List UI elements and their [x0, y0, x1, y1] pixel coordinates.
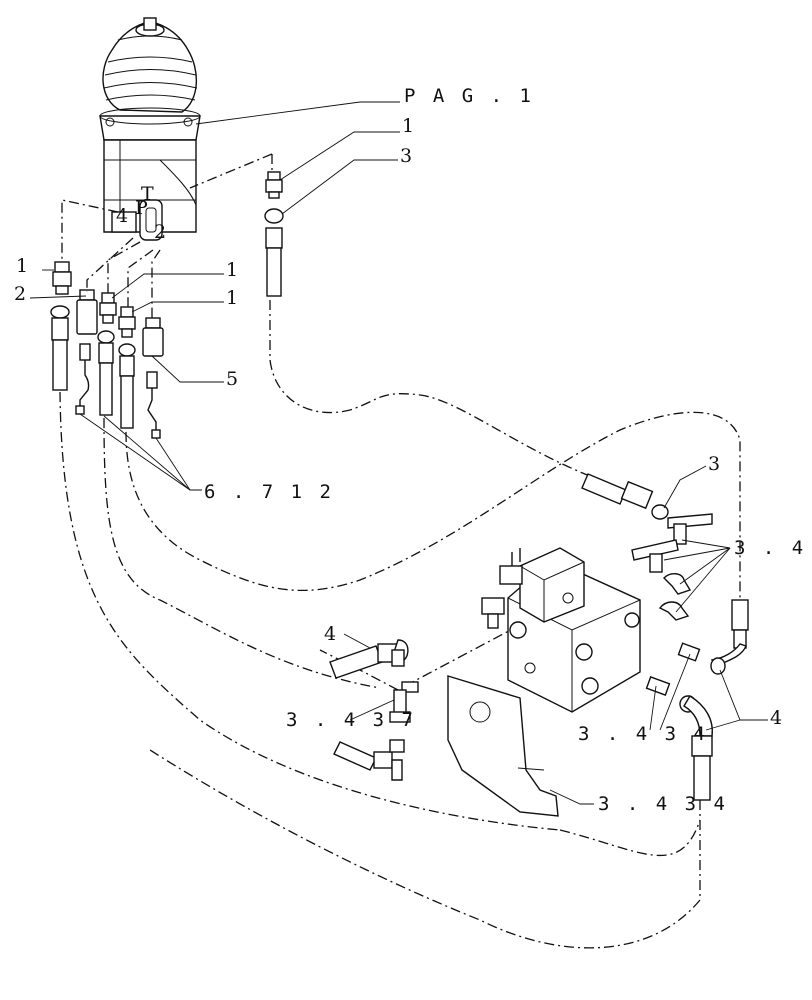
label-1-right: 1	[226, 287, 238, 309]
mounting-bracket	[447, 675, 559, 817]
label-pag1: P A G . 1	[404, 85, 534, 107]
svg-text:P: P	[135, 197, 148, 219]
label-1-mid: 1	[226, 259, 238, 281]
sensor-wire-left	[75, 343, 91, 415]
hose-right-upper	[710, 599, 749, 675]
label-3-top: 3	[400, 145, 412, 167]
hose-center-2	[118, 343, 136, 429]
label-2: 2	[14, 283, 26, 305]
fitting-adapter-5	[142, 317, 164, 357]
leader-lines	[29, 101, 768, 805]
svg-text:T: T	[141, 183, 154, 205]
hose-elbow-4-left	[329, 639, 409, 679]
hose-routing-lines	[59, 153, 741, 949]
label-3-mid: 3	[708, 453, 720, 475]
label-1-left: 1	[16, 255, 28, 277]
label-6712: 6 . 7 1 2	[204, 481, 334, 503]
joystick-control-unit: 4 2 T P	[99, 17, 201, 243]
sensor-wire-right	[146, 371, 161, 439]
hose-right-lower	[679, 695, 713, 801]
callout-labels: P A G . 1 1 3 1 2 1 1 5 6 . 7 1 2 3 3 . …	[14, 85, 806, 815]
label-4-right: 4	[770, 707, 782, 729]
valve-block	[481, 547, 641, 713]
label-3434-a: 3 . 4 3 4	[578, 723, 708, 745]
svg-text:4: 4	[116, 205, 128, 227]
label-3437: 3 . 4 3 7	[286, 709, 416, 731]
fitting-left-1	[52, 261, 72, 295]
label-4-left: 4	[324, 623, 336, 645]
fitting-adapter-2	[76, 289, 98, 335]
label-3434-b: 3 . 4 3 4	[598, 793, 728, 815]
tee-fittings	[631, 513, 713, 621]
svg-text:2: 2	[154, 221, 166, 243]
label-5: 5	[226, 368, 238, 390]
label-1-top: 1	[402, 115, 414, 137]
label-34: 3 . 4	[734, 537, 806, 559]
hose-top-3	[264, 208, 284, 297]
hose-center-1	[97, 330, 115, 416]
hose-mid-3	[581, 473, 669, 520]
hose-left	[50, 305, 70, 391]
fitting-top-1	[265, 171, 283, 199]
block-fittings	[645, 642, 701, 696]
tee-437	[333, 681, 419, 781]
fitting-center-1	[99, 292, 117, 324]
